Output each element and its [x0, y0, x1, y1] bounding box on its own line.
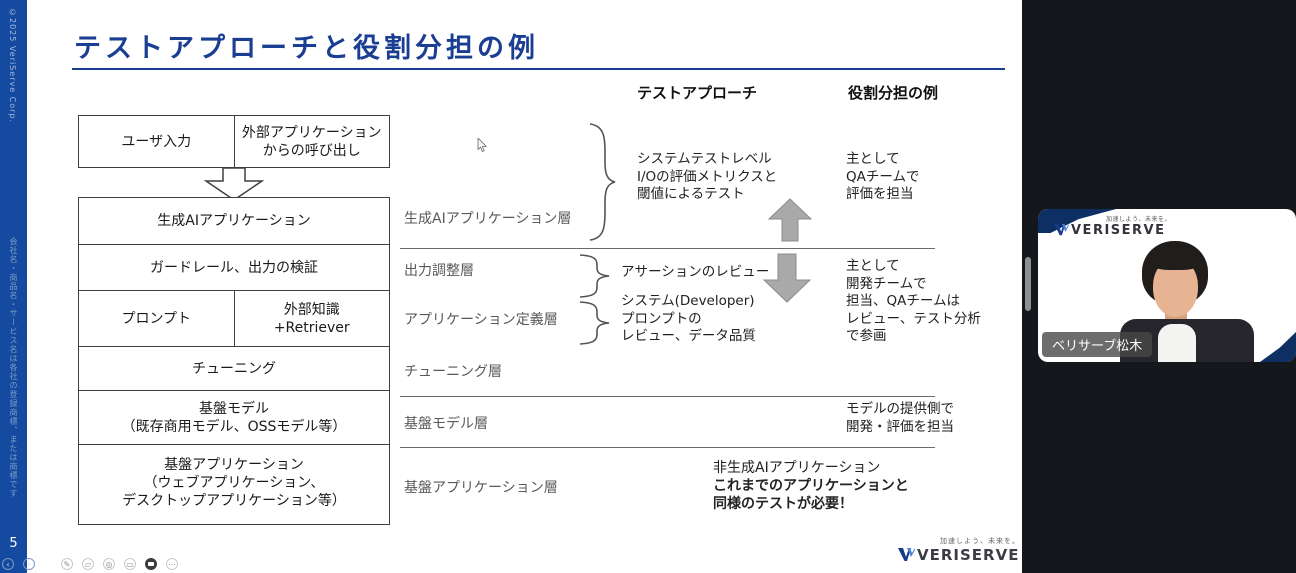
- layer-foundation: 基盤アプリケーション層: [404, 480, 558, 496]
- layer-model: 基盤モデル層: [404, 416, 488, 432]
- mouse-cursor: [477, 138, 488, 153]
- next-slide-button[interactable]: ›: [23, 558, 35, 570]
- approach-note-bold: これまでのアプリケーションと 同様のテストが必要！: [713, 478, 909, 512]
- previous-slide-button[interactable]: ‹: [2, 558, 14, 570]
- backdrop-brand: VERISERVE: [1071, 223, 1166, 238]
- pen-button[interactable]: ✎: [61, 558, 73, 570]
- roles-column-header: 役割分担の例: [848, 84, 939, 102]
- box-external-knowledge: 外部知識 +Retriever: [233, 291, 390, 346]
- backdrop-logo: 加速しよう、未来を。 VERISERVE: [1054, 214, 1171, 238]
- box-foundation-app: 基盤アプリケーション （ウェブアプリケーション、 デスクトップアプリケーション等…: [79, 444, 389, 520]
- highlighter-icon: ▱: [84, 559, 92, 569]
- title-underline: [72, 68, 1005, 70]
- veriserve-logo-icon: [1054, 224, 1069, 236]
- qa-up-arrow-icon: [768, 198, 812, 242]
- layer-genai: 生成AIアプリケーション層: [404, 211, 572, 227]
- page-title: テストアプローチと役割分担の例: [74, 33, 539, 64]
- approach-note-line1: 非生成AIアプリケーション: [713, 460, 881, 476]
- subtitles-button[interactable]: ▭: [124, 558, 136, 570]
- panel-scrollbar[interactable]: [1025, 257, 1031, 311]
- next-icon: ›: [27, 559, 31, 569]
- box-foundation-model: 基盤モデル （既存商用モデル、OSSモデル等）: [79, 390, 389, 444]
- layer-appdef: アプリケーション定義層: [404, 312, 558, 328]
- shared-slide: ©2025 VeriServe Corp. 会社名・商品名・サービス名は各社の登…: [0, 0, 1022, 573]
- more-button[interactable]: ⋯: [166, 558, 178, 570]
- box-tuning: チューニング: [79, 346, 389, 390]
- box-user-input: ユーザ入力: [121, 133, 192, 150]
- presenter-shirt: [1158, 324, 1196, 362]
- trademark-note: 会社名・商品名・サービス名は各社の登録商標、または商標です: [9, 237, 18, 498]
- brace-output-icon: [579, 254, 610, 298]
- separator-line: [400, 248, 935, 249]
- more-icon: ⋯: [168, 559, 176, 569]
- approach-row3: システム(Developer) プロンプトの レビュー、データ品質: [621, 293, 756, 344]
- slide-footer-logo: 加速しよう、未来を。 VERISERVE: [898, 536, 1020, 564]
- camera-button[interactable]: [145, 558, 157, 570]
- page-number: 5: [9, 536, 18, 551]
- highlighter-button[interactable]: ▱: [82, 558, 94, 570]
- separator-line: [400, 396, 935, 397]
- approach-row2: アサーションのレビュー: [621, 264, 770, 280]
- copyright-text: ©2025 VeriServe Corp.: [8, 8, 17, 124]
- slide-sidebar: ©2025 VeriServe Corp. 会社名・商品名・サービス名は各社の登…: [0, 0, 27, 573]
- magnifier-button[interactable]: ◎: [103, 558, 115, 570]
- approach-row1: システムテストレベル I/Oの評価メトリクスと 閾値によるテスト: [637, 151, 778, 202]
- veriserve-logo-icon: [898, 547, 915, 561]
- presenter-fringe: [1150, 253, 1201, 270]
- previous-icon: ‹: [6, 559, 10, 569]
- role-row1: 主として QAチームで 評価を担当: [846, 151, 920, 202]
- participant-video-tile[interactable]: 加速しよう、未来を。 VERISERVE ベリサーブ松木: [1038, 209, 1296, 362]
- diagram-stack: 生成AIアプリケーション ガードレール、出力の検証 プロンプト 外部知識 +Re…: [78, 197, 390, 525]
- approach-column-header: テストアプローチ: [637, 84, 758, 102]
- flow-down-arrow-icon: [203, 167, 265, 201]
- camera-icon: [148, 562, 154, 566]
- layer-output: 出力調整層: [404, 263, 474, 279]
- backdrop-tagline: 加速しよう、未来を。: [1106, 216, 1172, 223]
- brace-appdef-icon: [579, 301, 610, 345]
- presenter-toolbar: ‹ › ✎ ▱ ◎ ▭ ⋯: [2, 558, 178, 570]
- participant-name-tag: ベリサーブ松木: [1042, 332, 1153, 357]
- layer-tuning: チューニング層: [404, 364, 502, 380]
- box-prompt: プロンプト: [121, 310, 192, 327]
- box-external-call: 外部アプリケーション からの呼び出し: [233, 116, 390, 167]
- separator-line: [400, 447, 935, 448]
- brace-genai-icon: [589, 123, 616, 241]
- dev-down-arrow-icon: [763, 253, 811, 303]
- subtitles-icon: ▭: [126, 559, 134, 569]
- box-genai-app: 生成AIアプリケーション: [157, 213, 311, 229]
- box-prompt-row: プロンプト 外部知識 +Retriever: [79, 290, 389, 346]
- role-row2: 主として 開発チームで 担当、QAチームは レビュー、テスト分析 で参画: [846, 258, 981, 344]
- magnifier-icon: ◎: [105, 559, 113, 569]
- box-guardrail: ガードレール、出力の検証: [79, 244, 389, 290]
- tile-corner-accent-bottomright: [1260, 332, 1296, 362]
- diagram-top-row: ユーザ入力 外部アプリケーション からの呼び出し: [78, 115, 390, 168]
- footer-tagline: 加速しよう、未来を。: [940, 537, 1020, 545]
- role-row5: モデルの提供側で 開発・評価を担当: [846, 401, 954, 435]
- pen-icon: ✎: [63, 559, 71, 569]
- footer-brand: VERISERVE: [917, 546, 1020, 564]
